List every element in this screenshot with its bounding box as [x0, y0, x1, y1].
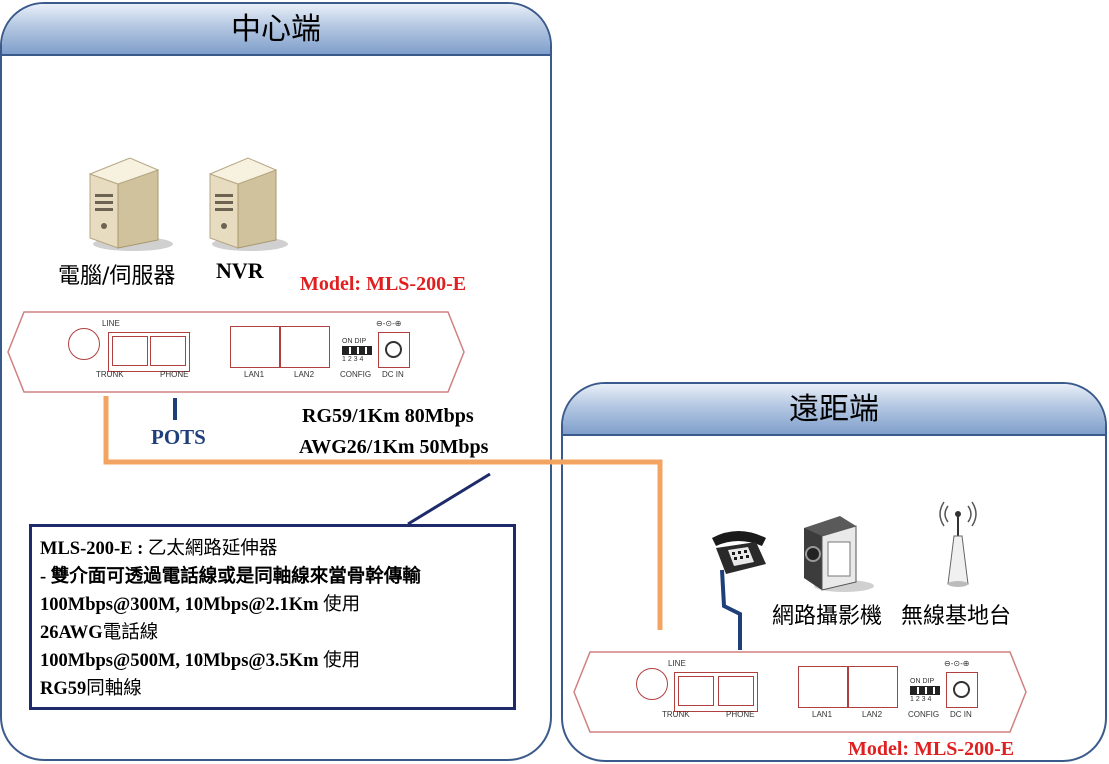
central-lan2-label: LAN2	[294, 370, 315, 379]
remote-device: LINE TRUNK PHONE LAN1 LAN2 ON DIP 1 2 3 …	[572, 650, 1028, 734]
central-lan2-port	[280, 326, 330, 368]
ip-camera-icon	[796, 512, 878, 594]
central-trunk-label: TRUNK	[96, 370, 124, 379]
central-dc-jack	[385, 341, 402, 358]
central-dc-port	[378, 332, 410, 368]
cable-spec-2: AWG26/1Km 50Mbps	[299, 436, 489, 458]
trunk-cable	[103, 396, 663, 630]
info-line-4: 26AWG電話線	[40, 623, 159, 643]
central-title: 中心端	[2, 4, 550, 56]
telephone-icon	[706, 524, 772, 580]
central-phone-label: PHONE	[160, 370, 189, 379]
info-line-3: 100Mbps@300M, 10Mbps@2.1Km 使用	[40, 595, 361, 615]
remote-phone-socket	[718, 676, 754, 706]
remote-dc-port	[946, 672, 978, 708]
info-box: MLS-200-E : 乙太網路延伸器 - 雙介面可透過電話線或是同軸線來當骨幹…	[29, 524, 516, 710]
remote-lan2-label: LAN2	[862, 710, 883, 719]
remote-dcin-label: DC IN	[950, 710, 972, 719]
remote-line-jack	[636, 668, 668, 700]
antenna-icon	[934, 496, 982, 588]
info-line-2: - 雙介面可透過電話線或是同軸線來當骨幹傳輸	[40, 567, 421, 587]
central-trunk-socket	[112, 336, 148, 366]
pots-label: POTS	[151, 425, 206, 449]
camera-label: 網路攝影機	[772, 604, 883, 629]
server-icon	[78, 152, 178, 252]
central-line-label: LINE	[102, 319, 120, 328]
central-model-label: Model: MLS-200-E	[300, 273, 467, 295]
info-line-6: RG59同軸線	[40, 679, 142, 699]
server-label: 電腦/伺服器	[58, 264, 176, 289]
remote-dip-on-label: ON DIP	[910, 678, 935, 685]
nvr-icon	[200, 152, 292, 252]
remote-trunk-socket	[678, 676, 714, 706]
remote-config-label: CONFIG	[908, 710, 940, 719]
central-lan1-label: LAN1	[244, 370, 265, 379]
callout-pointer	[407, 472, 491, 526]
central-lan1-port	[230, 326, 280, 368]
cable-spec-1: RG59/1Km 80Mbps	[302, 405, 474, 427]
remote-dip-switch	[910, 686, 940, 695]
remote-polarity-icon: ⊖-⊙-⊕	[944, 659, 970, 668]
remote-dc-jack	[953, 681, 970, 698]
remote-dip-nums: 1 2 3 4	[910, 696, 932, 703]
central-dip-switch	[342, 346, 372, 355]
phone-cord	[720, 569, 742, 650]
remote-trunk-label: TRUNK	[662, 710, 690, 719]
info-line-1: MLS-200-E : 乙太網路延伸器	[40, 539, 278, 559]
remote-title: 遠距端	[563, 384, 1105, 436]
info-line-5: 100Mbps@500M, 10Mbps@3.5Km 使用	[40, 651, 361, 671]
remote-line-label: LINE	[668, 659, 686, 668]
remote-lan1-port	[798, 666, 848, 708]
remote-lan2-port	[848, 666, 898, 708]
remote-model-label: Model: MLS-200-E	[848, 738, 1015, 760]
central-device: LINE TRUNK PHONE LAN1 LAN2 ON DIP 1 2 3 …	[6, 310, 466, 394]
central-dip-on-label: ON DIP	[342, 338, 367, 345]
central-polarity-icon: ⊖-⊙-⊕	[376, 319, 402, 328]
central-phone-socket	[150, 336, 186, 366]
remote-phone-label: PHONE	[726, 710, 755, 719]
remote-lan1-label: LAN1	[812, 710, 833, 719]
central-line-jack	[68, 328, 100, 360]
nvr-label: NVR	[216, 258, 264, 283]
central-dip-nums: 1 2 3 4	[342, 356, 364, 363]
central-dcin-label: DC IN	[382, 370, 404, 379]
ap-label: 無線基地台	[901, 604, 1012, 629]
central-config-label: CONFIG	[340, 370, 372, 379]
